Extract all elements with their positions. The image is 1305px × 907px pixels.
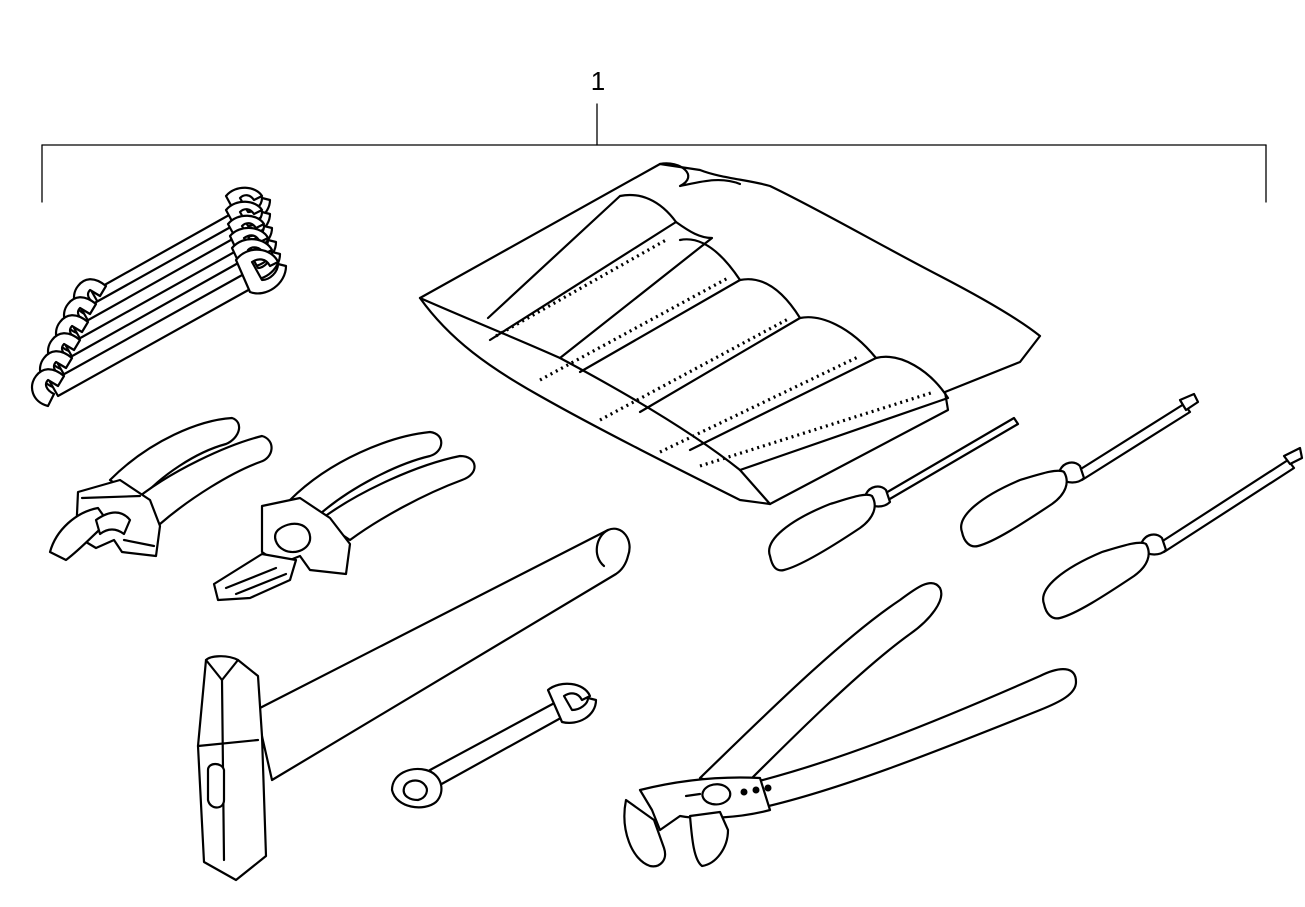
hammer-icon — [196, 527, 631, 882]
callout-bracket — [41, 103, 1267, 203]
open-end-wrench-set-icon — [30, 186, 288, 408]
part-callout-number: 1 — [590, 66, 606, 96]
combination-pliers-icon — [212, 430, 476, 602]
phillips-screwdriver-icon — [1042, 446, 1304, 620]
tool-roll-pouch-icon — [418, 162, 1042, 506]
water-pump-pliers-icon — [623, 582, 1078, 868]
torx-screwdriver-icon — [960, 392, 1200, 548]
side-cutter-pliers-icon — [48, 416, 273, 562]
combination-wrench-icon — [390, 682, 598, 809]
flat-screwdriver-icon — [768, 416, 1020, 572]
